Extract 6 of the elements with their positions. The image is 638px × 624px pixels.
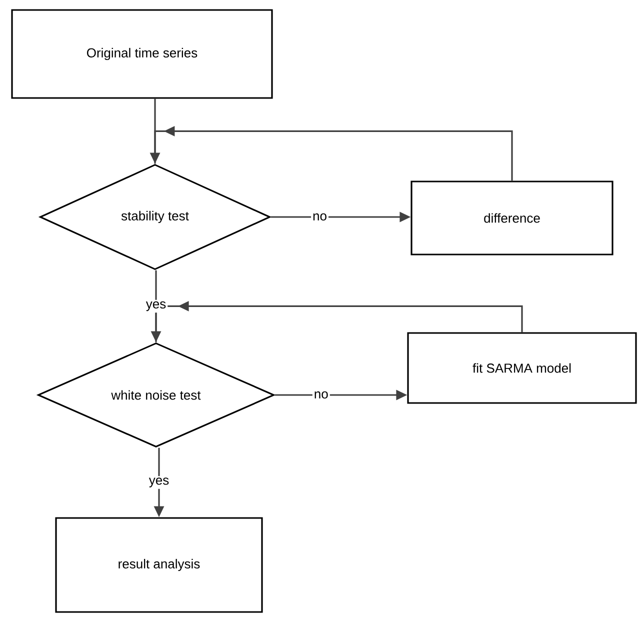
- edge-label: yes: [147, 476, 171, 489]
- process-box: Original time series: [11, 9, 273, 99]
- process-box: difference: [410, 180, 614, 256]
- process-box: fit SARMA model: [407, 332, 637, 404]
- process-box: result analysis: [55, 517, 263, 613]
- edge-label: no: [311, 212, 328, 222]
